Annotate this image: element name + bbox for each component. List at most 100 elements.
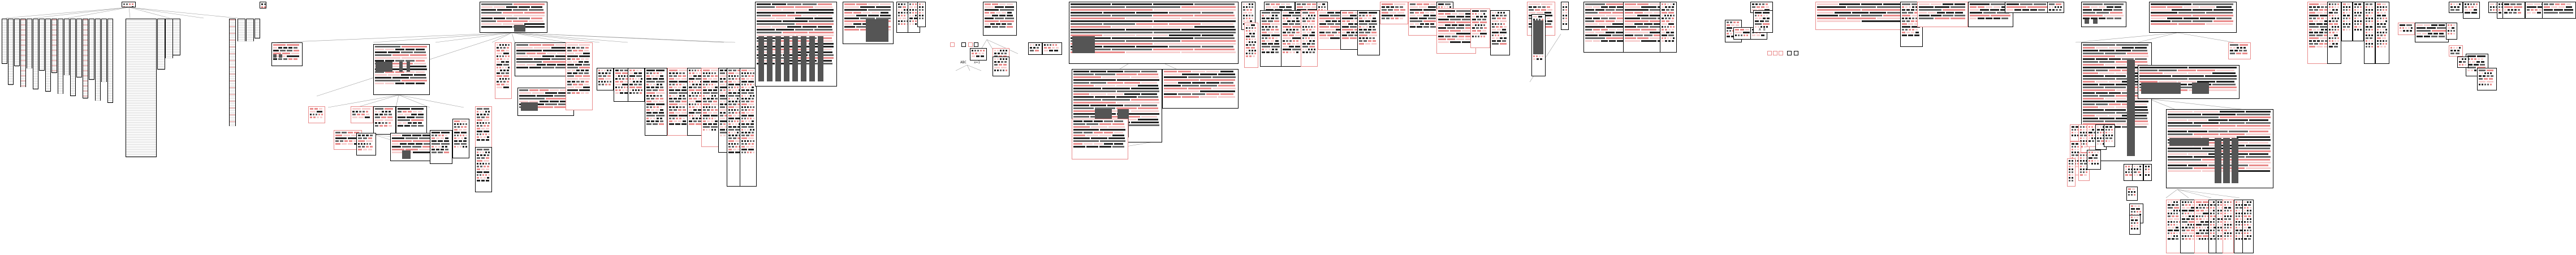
row-segment [1071,12,1102,14]
row-segment [750,135,754,136]
diagram-column [95,19,101,101]
row-segment [1283,51,1285,53]
edge [966,64,970,71]
row-segment [814,51,832,53]
row-segment [1073,82,1089,84]
column-cell [64,57,69,58]
column-cell [126,143,156,145]
row-segment [1007,23,1012,25]
row-segment [1181,18,1236,19]
column-cell [89,57,94,58]
row-segment [1727,24,1730,26]
row-segment [2116,44,2148,46]
node-row [741,87,755,88]
column-cell [83,72,88,74]
row-segment [646,106,649,108]
row-segment [1268,43,1273,45]
column-cell [77,68,81,70]
row-segment [669,95,671,97]
node-row [358,135,374,136]
node-row [1302,49,1316,50]
node-row [1302,18,1316,19]
row-segment [2109,70,2121,71]
node-row [1262,51,1281,53]
row-segment [2230,53,2235,54]
row-segment [1052,44,1054,46]
column-cell [40,63,44,65]
row-segment [733,81,736,83]
row-segment [844,20,867,22]
row-segment [714,95,716,97]
column-cell [52,24,57,26]
column-cell [108,28,113,29]
row-segment [646,72,649,74]
column-cell [108,79,113,80]
row-segment [1730,33,1732,34]
row-segment [1445,3,1451,5]
column-cell [83,60,88,62]
row-segment [482,163,484,165]
node-row [2230,47,2249,49]
row-segment [656,92,665,94]
row-segment [1482,30,1486,32]
row-segment [620,92,623,94]
column-cell [126,121,156,123]
row-segment [711,70,718,71]
row-segment [542,55,554,57]
row-segment [1274,32,1279,33]
column-cell [71,21,75,23]
column-cell [21,79,25,80]
row-segment [507,47,509,49]
row-segment [459,140,462,142]
node-row [703,109,719,111]
row-segment [748,115,754,116]
column-cell [64,74,69,75]
row-segment [1601,40,1608,42]
node-row [741,84,755,85]
row-segment [1529,3,1540,5]
row-segment [2083,95,2098,97]
column-cell [58,62,63,63]
node-row [1662,6,1675,8]
row-segment [1138,85,1158,87]
row-segment [557,64,566,66]
row-segment [750,129,752,131]
row-segment [1741,34,1742,36]
row-segment [1286,3,1290,5]
diagram-column [70,19,76,96]
node-row [2049,9,2062,11]
column-cell [2,33,7,34]
row-segment [567,67,578,68]
row-segment [750,106,752,108]
column-cell [77,38,81,40]
column-cell [77,62,81,63]
column-cell [102,70,106,72]
row-segment [567,84,572,85]
row-segment [418,111,422,113]
column-cell [27,63,32,65]
node-row [1071,34,1237,36]
column-cell [96,62,100,63]
row-segment [1382,9,1387,11]
node-row [273,53,301,54]
row-segment [1382,18,1385,19]
row-segment [622,72,628,74]
row-segment [567,44,578,46]
row-segment [622,89,624,91]
row-segment [1292,32,1295,33]
column-cell [126,82,156,84]
node-row [1438,33,1474,34]
row-segment [732,78,734,80]
row-segment [1246,36,1250,37]
node-row [1817,3,1907,5]
row-segment [2083,9,2092,11]
row-segment [477,131,482,132]
row-segment [707,87,710,88]
node-row [1438,16,1474,18]
node-row [392,146,434,148]
row-segment [674,120,677,122]
column-cell [96,87,100,89]
diagram-node [1357,10,1380,55]
row-segment [581,92,584,94]
column-cell [108,50,113,51]
